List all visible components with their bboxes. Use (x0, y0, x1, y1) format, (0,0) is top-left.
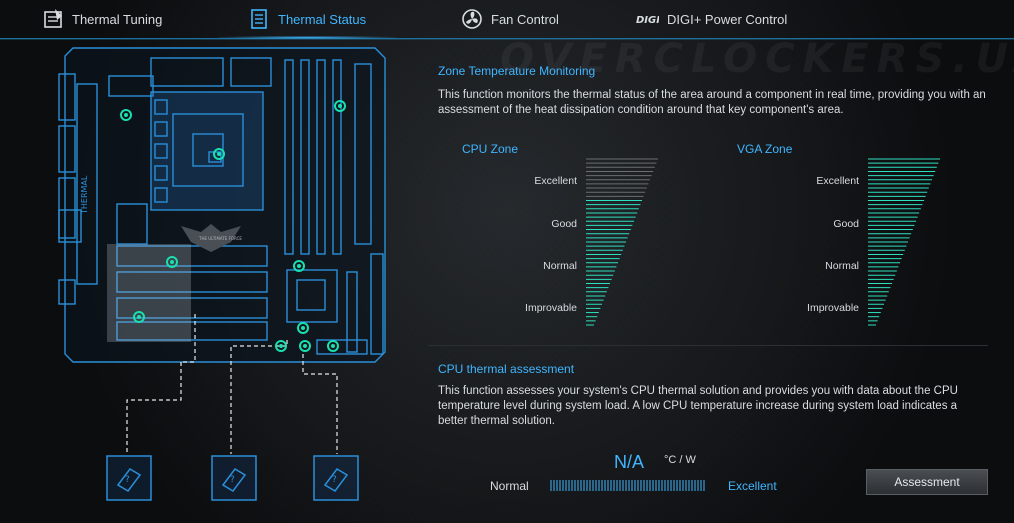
vga-level-improvable: Improvable (807, 302, 859, 314)
svg-text:?: ? (332, 475, 337, 485)
assessment-description: This function assesses your system's CPU… (438, 385, 958, 427)
tab-digi-power-control[interactable]: DIGI DIGI+ Power Control (635, 0, 787, 38)
thermal-tuning-icon (44, 9, 62, 28)
motherboard-diagram: THERMAL THE ULTIMATE FORCE (58, 47, 386, 454)
svg-text:?: ? (230, 475, 235, 485)
tab-fan-control[interactable]: Fan Control (461, 0, 559, 38)
vga-level-good: Good (833, 218, 859, 230)
zone-monitoring-description: This function monitors the thermal statu… (438, 89, 986, 116)
watermark: OVERCLOCKERS.UA (500, 36, 1014, 82)
cpu-zone-title: CPU Zone (462, 142, 519, 156)
board-side-label: THERMAL (80, 175, 89, 215)
tab-label: Fan Control (491, 11, 559, 27)
assessment-low-label: Normal (490, 479, 529, 493)
sensor-slot-3[interactable]: ? (313, 455, 359, 501)
tab-label: DIGI+ Power Control (667, 11, 788, 27)
tab-bar: Thermal Tuning Thermal Status Fan Contro… (0, 0, 1014, 39)
tab-label: Thermal Status (278, 11, 367, 27)
cpu-level-good: Good (551, 218, 577, 230)
tab-label: Thermal Tuning (72, 11, 163, 27)
assessment-value: N/A (614, 452, 645, 472)
sensor-slot-1[interactable]: ? (106, 455, 152, 501)
cpu-zone-gauge (586, 158, 658, 326)
tab-thermal-tuning[interactable]: Thermal Tuning (42, 0, 162, 38)
fan-icon (462, 9, 482, 29)
assessment-scale (550, 480, 705, 491)
assessment-high-label: Excellent (728, 479, 777, 493)
cpu-level-excellent: Excellent (534, 175, 577, 187)
cpu-level-improvable: Improvable (525, 302, 577, 314)
vga-zone-gauge (868, 158, 940, 326)
assessment-unit: °C / W (664, 454, 696, 466)
thermal-status-icon (251, 9, 267, 29)
svg-text:DIGI: DIGI (636, 15, 659, 26)
svg-text:?: ? (125, 475, 130, 485)
assessment-button[interactable]: Assessment (866, 469, 988, 495)
zone-monitoring-title: Zone Temperature Monitoring (438, 64, 596, 78)
board-logo-text: THE ULTIMATE FORCE (198, 236, 242, 241)
assessment-title: CPU thermal assessment (438, 362, 575, 376)
cpu-level-normal: Normal (543, 260, 577, 272)
digi-power-icon: DIGI (636, 15, 659, 26)
section-divider (428, 345, 988, 346)
tab-thermal-status[interactable]: Thermal Status (217, 0, 397, 39)
vga-level-normal: Normal (825, 260, 859, 272)
vga-zone-title: VGA Zone (737, 142, 793, 156)
vga-level-excellent: Excellent (816, 175, 859, 187)
sensor-slot-2[interactable]: ? (211, 455, 257, 501)
